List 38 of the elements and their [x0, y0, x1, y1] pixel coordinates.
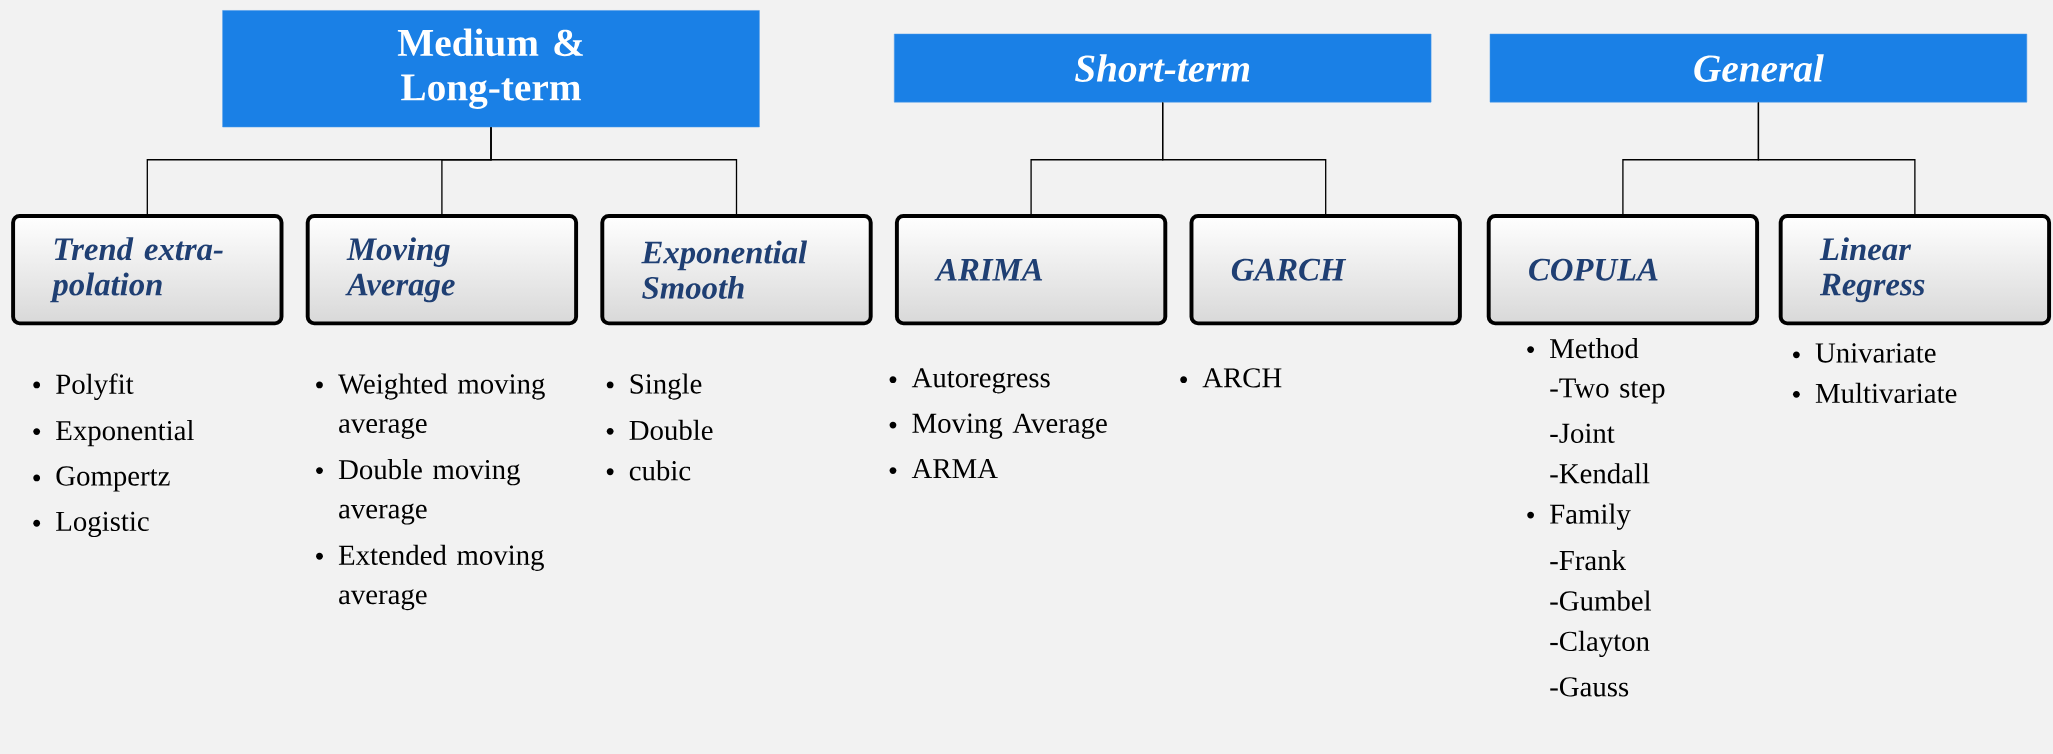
- list-item: Logistic: [56, 511, 149, 537]
- method-box: COPULA: [1486, 214, 1760, 326]
- list-item: Extended moving average: [338, 544, 544, 611]
- list-item: -Two step: [1550, 378, 1665, 404]
- list-item: ARMA: [911, 458, 998, 478]
- list-item: Exponential: [56, 420, 194, 447]
- list-item: Family: [1550, 503, 1631, 530]
- list-item: Double moving average: [338, 459, 520, 525]
- category-box: General: [1489, 33, 2028, 103]
- list-item: Moving Average: [912, 413, 1107, 439]
- list-item: -Joint: [1550, 423, 1615, 443]
- list-item: Single: [630, 373, 702, 400]
- category-box: Short-term: [894, 33, 1432, 103]
- connector-line: [490, 126, 738, 215]
- list-item: Multivariate: [1815, 382, 1957, 403]
- list-item: -Frank: [1550, 549, 1626, 571]
- list-item: -Gauss: [1550, 677, 1629, 697]
- list-item: -Gumbel: [1550, 590, 1651, 611]
- method-box: Moving Average: [305, 214, 579, 326]
- category-box: Medium & Long-term: [222, 10, 760, 128]
- method-box: Linear Regress: [1778, 214, 2052, 326]
- connector-line: [1757, 101, 1916, 215]
- list-item: -Clayton: [1550, 630, 1650, 657]
- list-item: Gompertz: [56, 466, 170, 492]
- list-item: Univariate: [1815, 343, 1936, 363]
- list-item: -Kendall: [1550, 463, 1650, 484]
- list-item: Polyfit: [56, 373, 134, 400]
- method-box: Exponential Smooth: [600, 214, 873, 326]
- list-item: Weighted moving average: [338, 373, 545, 439]
- method-box: Trend extra-polation: [11, 214, 284, 326]
- connector-line: [1162, 101, 1327, 215]
- list-item: Double: [629, 419, 713, 440]
- list-item: Method: [1550, 338, 1639, 359]
- list-item: ARCH: [1202, 368, 1282, 388]
- list-item: cubic: [629, 460, 691, 481]
- method-box: GARCH: [1189, 214, 1462, 326]
- method-box: ARIMA: [894, 214, 1168, 326]
- list-item: Autoregress: [911, 368, 1050, 394]
